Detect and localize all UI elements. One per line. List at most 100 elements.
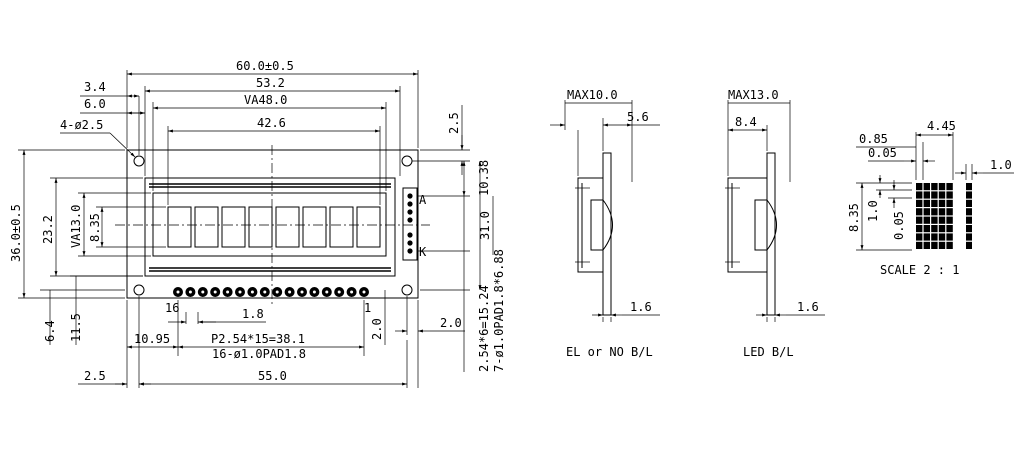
connector-pin-hole	[312, 290, 316, 294]
dim-34: 3.4	[84, 80, 106, 94]
character-cells	[167, 206, 381, 248]
dim-overall-width: 60.0±0.5	[236, 59, 294, 73]
pixel-dot	[931, 216, 938, 224]
dim-va13: VA13.0	[69, 205, 83, 248]
dot-column-single	[966, 183, 972, 249]
dot-detail: 0.85 4.45 0.05 1.0 8.35 1.0 0.05 SCALE 2…	[847, 119, 1014, 277]
connector-pin-hole	[275, 290, 279, 294]
pixel-dot	[923, 199, 930, 207]
dim-holes: 4-ø2.5	[60, 118, 103, 132]
pixel-dot	[923, 225, 930, 233]
pixel-dot	[946, 216, 953, 224]
backlight-pads	[402, 187, 418, 261]
pixel-dot	[966, 208, 972, 216]
dim-25-right: 2.5	[447, 112, 461, 134]
pixel-dot	[966, 191, 972, 199]
pixel-dot	[923, 191, 930, 199]
pin-k-label: K	[419, 245, 427, 259]
pixel-dot	[916, 225, 923, 233]
pixel-dot	[923, 233, 930, 241]
pixel-dot	[946, 208, 953, 216]
pixel-dot	[931, 233, 938, 241]
det-085: 0.85	[859, 132, 888, 146]
dim-7pad: 7-ø1.0PAD1.8*6.88	[492, 249, 506, 372]
connector-pin-hole	[238, 290, 242, 294]
pixel-dot	[931, 241, 938, 249]
pixel-dot	[931, 208, 938, 216]
dim-60: 6.0	[84, 97, 106, 111]
dim-550: 55.0	[258, 369, 287, 383]
el-56: 5.6	[627, 110, 649, 124]
led-84: 8.4	[735, 115, 757, 129]
pixel-dot	[946, 241, 953, 249]
pixel-dot	[966, 216, 972, 224]
det-10-right: 1.0	[990, 158, 1012, 172]
dim-20-vert: 2.0	[370, 318, 384, 340]
det-scale: SCALE 2 : 1	[880, 263, 959, 277]
pixel-dot	[938, 208, 946, 216]
dot-matrix-grid	[916, 183, 953, 249]
pixel-dot	[946, 199, 953, 207]
dim-835-front: 8.35	[88, 213, 102, 242]
pixel-dot	[916, 199, 923, 207]
pixel-dot	[946, 183, 953, 191]
connector-pin-hole	[250, 290, 254, 294]
pixel-dot	[938, 225, 946, 233]
connector-pin-hole	[362, 290, 366, 294]
pixel-dot	[923, 216, 930, 224]
pixel-dot	[916, 233, 923, 241]
pixel-dot	[931, 183, 938, 191]
pixel-dot	[966, 233, 972, 241]
dim-64: 6.4	[43, 320, 57, 342]
bezel-outline	[144, 177, 396, 277]
connector-pin-hole	[263, 290, 267, 294]
connector-pin-hole	[350, 290, 354, 294]
pixel-dot	[931, 225, 938, 233]
pin-a-label: A	[419, 193, 427, 207]
led-16: 1.6	[797, 300, 819, 314]
det-005-vert: 0.05	[892, 211, 906, 240]
connector-pin-hole	[188, 290, 192, 294]
pixel-dot	[946, 233, 953, 241]
mounting-hole	[133, 155, 145, 167]
connector-pin-hole	[176, 290, 180, 294]
dim-18: 1.8	[242, 307, 264, 321]
dim-pitch: P2.54*15=38.1	[211, 332, 305, 346]
det-005-top: 0.05	[868, 146, 897, 160]
mounting-hole	[401, 284, 413, 296]
pcb-outline	[126, 149, 419, 299]
connector-pin-hole	[226, 290, 230, 294]
mounting-hole	[133, 284, 145, 296]
dim-20-horz: 2.0	[440, 316, 462, 330]
side-view-led: MAX13.0 8.4 1.6 LED B/L	[725, 88, 825, 359]
dim-overall-height: 36.0±0.5	[9, 204, 23, 262]
det-445: 4.45	[927, 119, 956, 133]
pixel-dot	[916, 208, 923, 216]
pixel-dot	[916, 183, 923, 191]
dim-426: 42.6	[257, 116, 286, 130]
pixel-dot	[966, 241, 972, 249]
pixel-dot	[946, 225, 953, 233]
connector-pin-hole	[300, 290, 304, 294]
pixel-dot	[923, 208, 930, 216]
pixel-dot	[938, 191, 946, 199]
pixel-dot	[966, 183, 972, 191]
mounting-hole	[401, 155, 413, 167]
pin-1-label: 1	[364, 301, 371, 315]
connector-pins	[173, 287, 369, 297]
dim-1095: 10.95	[134, 332, 170, 346]
pixel-dot	[923, 183, 930, 191]
dim-310: 31.0	[478, 211, 492, 240]
connector-pin-hole	[288, 290, 292, 294]
front-view: A K 16 1 60.0±0.5 53.2 VA48.0 42.6 3.4 6…	[9, 59, 506, 388]
dim-1038: 10.38	[477, 160, 491, 196]
led-caption: LED B/L	[743, 345, 794, 359]
pixel-dot	[916, 191, 923, 199]
dim-232: 23.2	[41, 215, 55, 244]
pixel-dot	[931, 199, 938, 207]
connector-pin-hole	[337, 290, 341, 294]
led-max: MAX13.0	[728, 88, 779, 102]
det-10-vert: 1.0	[866, 200, 880, 222]
pixel-dot	[938, 233, 946, 241]
